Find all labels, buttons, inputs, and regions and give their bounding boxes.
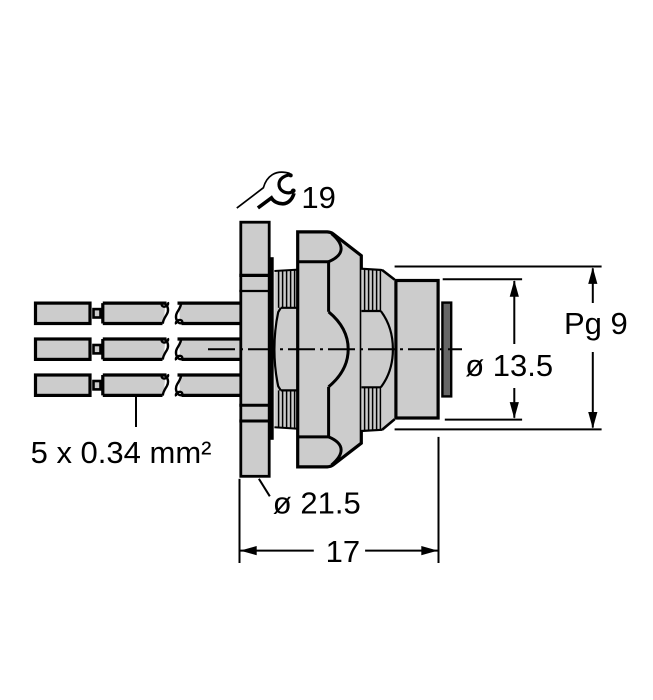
svg-text:5 x 0.34 mm²: 5 x 0.34 mm² <box>31 435 212 470</box>
svg-text:ø 13.5: ø 13.5 <box>465 348 553 383</box>
svg-text:ø 21.5: ø 21.5 <box>273 486 361 521</box>
svg-text:Pg 9: Pg 9 <box>564 306 628 341</box>
svg-text:17: 17 <box>326 534 360 569</box>
svg-text:19: 19 <box>301 180 335 215</box>
